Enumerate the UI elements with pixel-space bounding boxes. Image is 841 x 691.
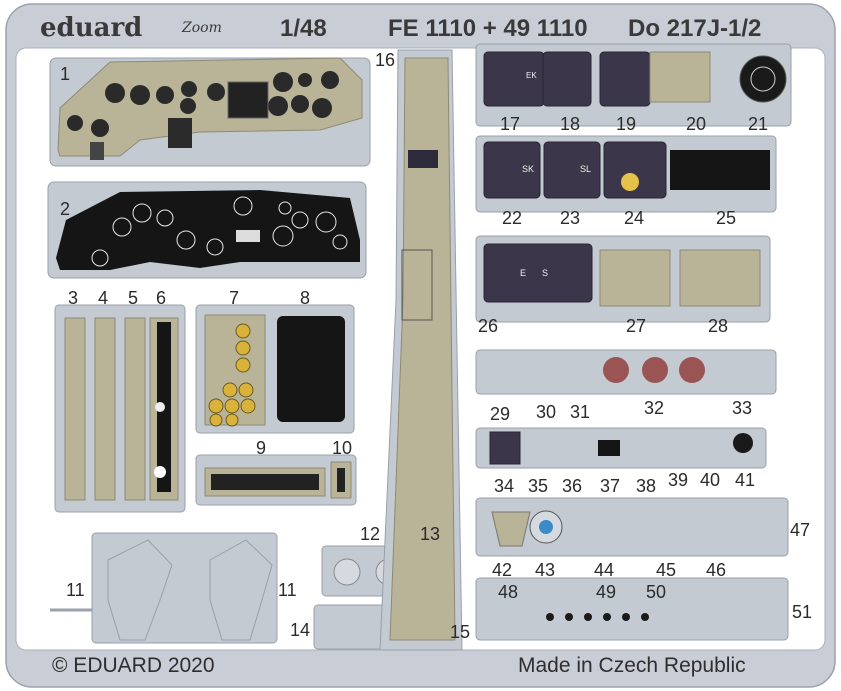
part-label-33: 33	[732, 398, 752, 418]
part-label-50: 50	[646, 582, 666, 602]
part-label-13: 13	[420, 524, 440, 544]
parts-17-21	[475, 43, 792, 127]
part-label-45: 45	[656, 560, 676, 580]
part-label-41: 41	[735, 470, 755, 490]
part-label-31: 31	[570, 402, 590, 422]
part-label-20: 20	[686, 114, 706, 134]
parts-22-25	[475, 135, 777, 213]
part-2-black-panel	[47, 181, 367, 279]
part-label-16: 16	[375, 50, 395, 70]
part-label-44: 44	[594, 560, 614, 580]
part-label-47: 47	[790, 520, 810, 540]
part-label-4: 4	[98, 288, 108, 308]
part-label-6: 6	[156, 288, 166, 308]
part-16-console	[379, 49, 463, 651]
part-label-27: 27	[626, 316, 646, 336]
catalog-number: FE 1110 + 49 1110	[388, 15, 588, 42]
part-label-37: 37	[600, 476, 620, 496]
part-label-49: 49	[596, 582, 616, 602]
model-name: Do 217J-1/2	[628, 15, 761, 42]
part-label-40: 40	[700, 470, 720, 490]
part-label-32: 32	[644, 398, 664, 418]
part-label-2: 2	[60, 199, 70, 219]
part-label-3: 3	[68, 288, 78, 308]
mark-ek: EK	[526, 71, 537, 80]
part-label-24: 24	[624, 208, 644, 228]
part-label-21: 21	[748, 114, 768, 134]
part-label-30: 30	[536, 402, 556, 422]
part-11-harness	[50, 532, 278, 644]
part-label-43: 43	[535, 560, 555, 580]
part-label-14: 14	[290, 620, 310, 640]
mark-sl: SL	[580, 164, 591, 174]
parts-26-28	[475, 235, 771, 323]
copyright-text: © EDUARD 2020	[52, 654, 215, 677]
part-label-19: 19	[616, 114, 636, 134]
brand-sub-logo: Zoom	[181, 20, 222, 36]
parts-3-6-strips	[54, 304, 186, 513]
mark-e: E	[520, 268, 526, 278]
part-label-29: 29	[490, 404, 510, 424]
part-label-10: 10	[332, 438, 352, 458]
part-label-15: 15	[450, 622, 470, 642]
part-label-17: 17	[500, 114, 520, 134]
parts-34-41	[475, 427, 767, 469]
parts-29-33	[475, 349, 777, 395]
part-label-51: 51	[792, 602, 812, 622]
part-label-26: 26	[478, 316, 498, 336]
part-label-18: 18	[560, 114, 580, 134]
brand-logo: eduard	[40, 13, 142, 43]
part-label-46: 46	[706, 560, 726, 580]
scale-label: 1/48	[280, 15, 327, 42]
part-label-42: 42	[492, 560, 512, 580]
part-label-34: 34	[494, 476, 514, 496]
part-label-23: 23	[560, 208, 580, 228]
part-label-36: 36	[562, 476, 582, 496]
part-label-11a: 11	[66, 580, 85, 600]
parts-9-10	[195, 454, 357, 506]
part-label-8: 8	[300, 288, 310, 308]
part-label-12: 12	[360, 524, 380, 544]
parts-48-51	[475, 577, 789, 641]
part-label-38: 38	[636, 476, 656, 496]
part-label-28: 28	[708, 316, 728, 336]
part-label-5: 5	[128, 288, 138, 308]
part-label-25: 25	[716, 208, 736, 228]
part-label-9: 9	[256, 438, 266, 458]
mark-s: S	[542, 268, 548, 278]
part-1-instrument-panel	[49, 57, 371, 167]
origin-text: Made in Czech Republic	[518, 654, 746, 677]
part-label-1: 1	[60, 64, 70, 84]
part-label-7: 7	[229, 288, 239, 308]
mark-sk: SK	[522, 164, 534, 174]
part-label-11b: 11	[278, 580, 297, 600]
part-label-48: 48	[498, 582, 518, 602]
part-label-22: 22	[502, 208, 522, 228]
parts-42-47	[475, 497, 789, 557]
part-number-labels: 1 2 3 4 5 6 7 8 9 10 11 11 12 13 14 15 1…	[60, 50, 812, 642]
part-label-35: 35	[528, 476, 548, 496]
parts-7-8	[195, 304, 355, 434]
part-label-39: 39	[668, 470, 688, 490]
